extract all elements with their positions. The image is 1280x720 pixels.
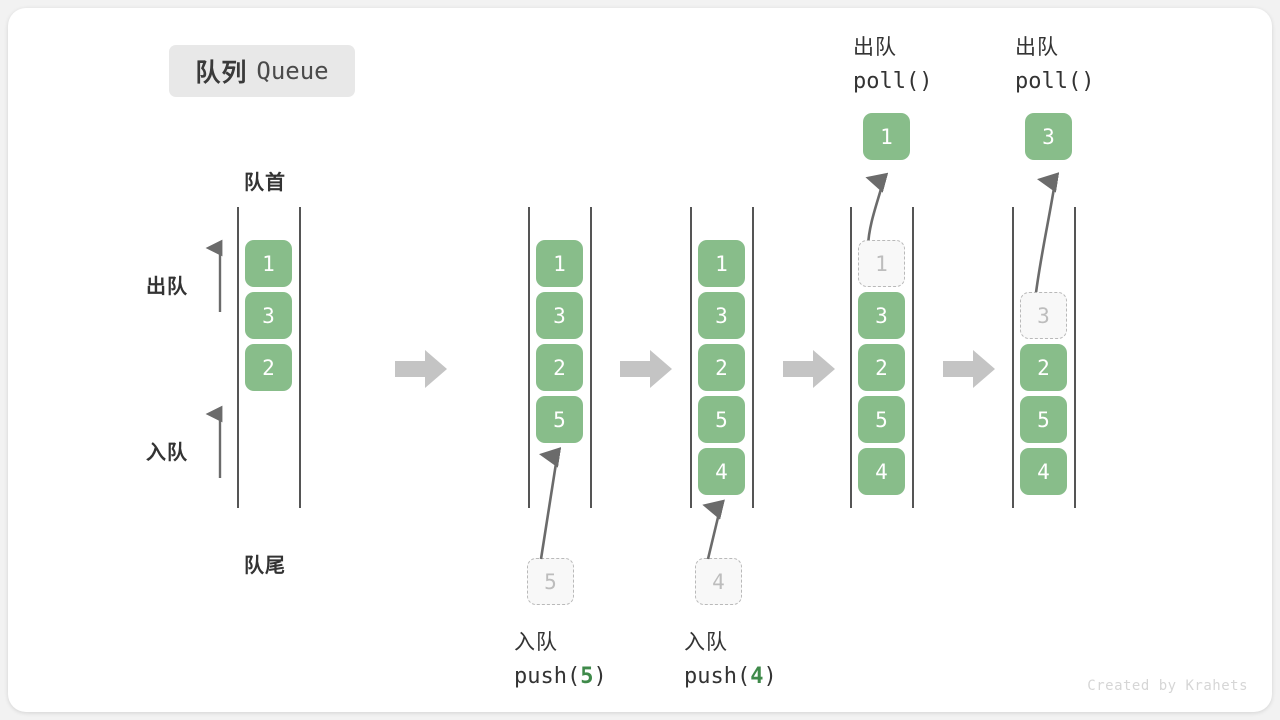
queue-cell: 2 (858, 344, 905, 391)
poll-arrow-3 (1013, 168, 1083, 303)
queue-cell: 5 (1020, 396, 1067, 443)
diagram-title-zh: 队列 (195, 59, 248, 87)
queue-cell: 1 (536, 240, 583, 287)
operation-label-push-5: 入队 push(5) (514, 626, 607, 694)
operation-name-zh: 出队 (1015, 36, 1059, 59)
step-arrow-icon (943, 349, 995, 389)
dequeue-direction-arrow (205, 239, 230, 312)
diagram-title-badge: 队列 Queue (169, 45, 355, 97)
queue-cell: 3 (245, 292, 292, 339)
step-arrow-icon (620, 349, 672, 389)
staged-element-ghost: 5 (527, 558, 574, 605)
queue-cell: 2 (698, 344, 745, 391)
push-arrow-4 (702, 497, 746, 561)
queue-cell: 4 (858, 448, 905, 495)
queue-cell: 3 (698, 292, 745, 339)
operation-name-zh: 入队 (684, 631, 728, 654)
step-arrow-icon (395, 349, 447, 389)
queue-rail-right (912, 207, 914, 508)
queue-rail-left (528, 207, 530, 508)
queue-rail-left (1012, 207, 1014, 508)
queue-rail-left (850, 207, 852, 508)
queue-cell: 1 (698, 240, 745, 287)
diagram-stage: 队列 Queue 队首 队尾 出队 入队 1 3 2 (8, 8, 1272, 712)
enqueue-direction-arrow (205, 405, 230, 478)
queue-cell: 1 (245, 240, 292, 287)
operation-label-poll-3: 出队 poll() (1015, 31, 1094, 99)
queue-cell: 5 (858, 396, 905, 443)
queue-front-label: 队首 (244, 172, 286, 194)
poll-arrow-1 (853, 168, 913, 248)
queue-cell: 5 (698, 396, 745, 443)
operation-code: poll() (853, 69, 933, 94)
queue-rear-label: 队尾 (244, 555, 286, 577)
queue-cell: 2 (245, 344, 292, 391)
staged-element-ghost: 4 (695, 558, 742, 605)
queue-cell: 2 (536, 344, 583, 391)
operation-code: push(4) (684, 664, 777, 689)
queue-cell-new: 4 (698, 448, 745, 495)
queue-rail-right (590, 207, 592, 508)
operation-label-poll-1: 出队 poll() (853, 31, 932, 99)
operation-code: poll() (1015, 69, 1095, 94)
operation-name-zh: 入队 (514, 631, 558, 654)
queue-rail-right (299, 207, 301, 508)
queue-cell: 3 (858, 292, 905, 339)
queue-cell: 2 (1020, 344, 1067, 391)
queue-cell: 3 (536, 292, 583, 339)
queue-cell: 4 (1020, 448, 1067, 495)
polled-element: 3 (1025, 113, 1072, 160)
diagram-title-en: Queue (256, 57, 329, 85)
step-arrow-icon (783, 349, 835, 389)
enqueue-direction-label: 入队 (146, 442, 188, 464)
watermark-credit: Created by Krahets (1087, 678, 1248, 694)
queue-rail-left (690, 207, 692, 508)
push-arrow-5 (533, 445, 583, 561)
queue-cell-new: 5 (536, 396, 583, 443)
operation-label-push-4: 入队 push(4) (684, 626, 777, 694)
dequeue-direction-label: 出队 (146, 276, 188, 298)
queue-rail-right (752, 207, 754, 508)
queue-rail-right (1074, 207, 1076, 508)
diagram-card: 队列 Queue 队首 队尾 出队 入队 1 3 2 (8, 8, 1272, 712)
operation-name-zh: 出队 (853, 36, 897, 59)
operation-code: push(5) (514, 664, 607, 689)
polled-element: 1 (863, 113, 910, 160)
removed-element-ghost: 1 (858, 240, 905, 287)
queue-rail-left (237, 207, 239, 508)
removed-element-ghost: 3 (1020, 292, 1067, 339)
